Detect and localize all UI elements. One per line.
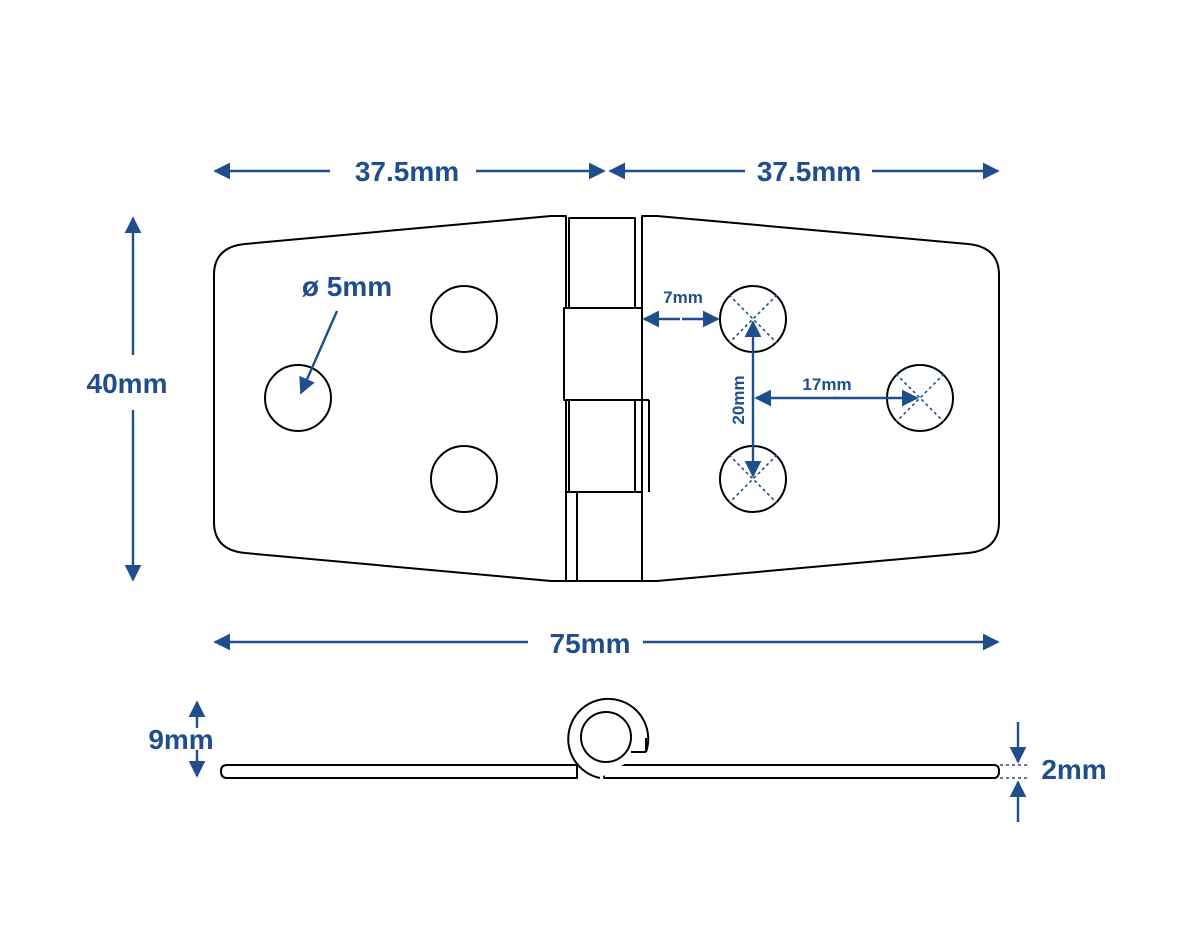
left-hole-bottom — [430, 445, 498, 513]
total-width-dimension: 75mm — [213, 628, 1000, 659]
profile-left-leaf — [220, 764, 578, 779]
height-label: 40mm — [87, 368, 168, 399]
hole-diameter-label: ø 5mm — [302, 271, 392, 302]
profile-height-label: 9mm — [148, 724, 213, 755]
half-width-right-label: 37.5mm — [757, 156, 861, 187]
hole-diameter-callout: ø 5mm — [299, 271, 392, 395]
hole-horizontal-spacing-label: 17mm — [802, 375, 851, 394]
knuckle-lower-mid — [568, 399, 636, 493]
profile-right-leaf — [603, 764, 1000, 779]
knuckle-upper-mid — [563, 307, 643, 401]
knuckle-to-hole-dimension: 7mm — [642, 288, 720, 328]
knuckle-to-hole-label: 7mm — [663, 288, 703, 307]
left-hole-top — [430, 285, 498, 353]
hole-horizontal-spacing-dimension: 17mm — [754, 375, 919, 407]
left-hole-center — [264, 364, 332, 432]
top-right-dimension: 37.5mm — [608, 156, 1000, 187]
hole-vertical-spacing-dimension: 20mm — [729, 320, 762, 478]
top-left-dimension: 37.5mm — [213, 156, 606, 187]
right-hole-outer — [886, 364, 954, 432]
half-width-left-label: 37.5mm — [355, 156, 459, 187]
hole-vertical-spacing-label: 20mm — [729, 375, 748, 424]
hinge-side-profile — [220, 697, 1000, 779]
profile-knuckle-inner — [580, 711, 632, 763]
height-dimension: 40mm — [87, 216, 168, 582]
profile-height-dimension: 9mm — [148, 700, 214, 778]
knuckle-bottom — [565, 491, 643, 582]
total-width-label: 75mm — [550, 628, 631, 659]
knuckle-top — [568, 217, 636, 309]
thickness-label: 2mm — [1041, 754, 1106, 785]
thickness-dimension: 2mm — [1000, 722, 1107, 822]
